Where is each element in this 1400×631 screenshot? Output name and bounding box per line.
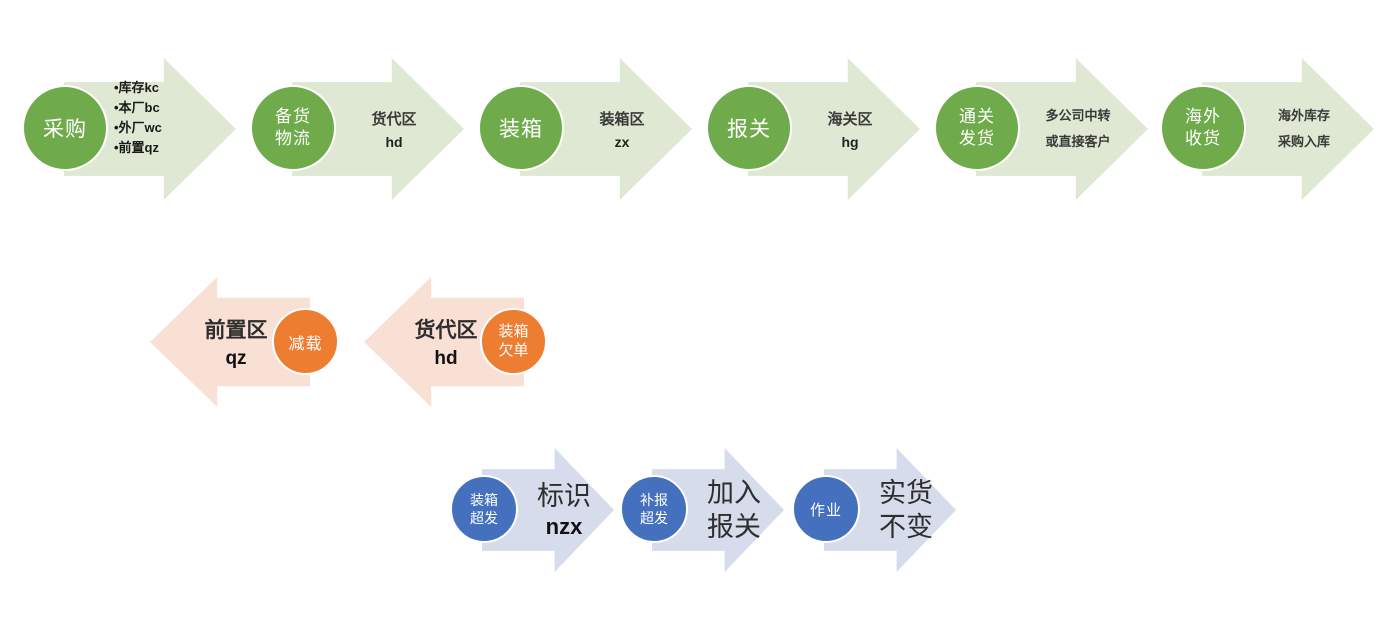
step-circle: 备货 物流 bbox=[250, 85, 336, 171]
step-circle: 减载 bbox=[272, 308, 339, 375]
note-line: 采购入库 bbox=[1277, 133, 1330, 149]
step-circle: 海外 收货 bbox=[1160, 85, 1246, 171]
circle-label: 装箱 bbox=[499, 118, 543, 141]
step-clearance-ship: 通关 发货 多公司中转 或直接客户 bbox=[932, 58, 1172, 200]
exception-step-redeclare: 补报 超发 加入 报关 bbox=[620, 448, 830, 572]
return-step-short-packed: 货代区 hd 装箱 欠单 bbox=[364, 277, 564, 407]
step-circle: 报关 bbox=[706, 85, 792, 171]
circle-label: 备货 bbox=[275, 106, 311, 126]
circle-label: 装箱 bbox=[470, 491, 498, 508]
step-overseas-receive: 海外 收货 海外库存 采购入库 bbox=[1158, 58, 1398, 200]
action-text: 不变 bbox=[879, 512, 933, 542]
circle-label: 减载 bbox=[288, 335, 323, 353]
step-circle: 补报 超发 bbox=[620, 475, 688, 543]
zone-name: 货代区 bbox=[414, 318, 478, 342]
step-label: 实货 不变 bbox=[854, 448, 958, 572]
step-label: 标识 nzx bbox=[512, 448, 616, 572]
step-packing: 装箱 装箱区 zx bbox=[476, 58, 716, 200]
note-line: 多公司中转 bbox=[1045, 107, 1111, 123]
bullet-line: •库存kc bbox=[114, 80, 160, 95]
step-circle: 装箱 bbox=[478, 85, 564, 171]
circle-label: 作业 bbox=[809, 501, 842, 519]
circle-label: 超发 bbox=[640, 510, 668, 526]
note-line: 或直接客户 bbox=[1045, 133, 1111, 149]
bullet-line: •前置qz bbox=[114, 140, 159, 156]
action-text: 报关 bbox=[707, 512, 761, 542]
zone-code: zx bbox=[614, 134, 630, 150]
circle-label: 补报 bbox=[640, 491, 668, 508]
circle-label: 装箱 bbox=[498, 322, 529, 340]
step-stock-logistics: 备货 物流 货代区 hd bbox=[248, 58, 488, 200]
zone-name: 货代区 bbox=[371, 112, 417, 128]
zone-code: qz bbox=[225, 348, 247, 369]
step-label: 装箱区 zx bbox=[566, 58, 678, 200]
bullet-line: •外厂wc bbox=[114, 120, 162, 136]
zone-code: hd bbox=[385, 134, 403, 150]
step-label: 多公司中转 或直接客户 bbox=[1022, 58, 1134, 200]
step-notes: •库存kc •本厂bc •外厂wc •前置qz bbox=[114, 78, 162, 159]
step-circle: 装箱 欠单 bbox=[480, 308, 547, 375]
step-label: 货代区 hd bbox=[338, 58, 450, 200]
zone-name: 海关区 bbox=[827, 112, 873, 128]
step-circle: 装箱 超发 bbox=[450, 475, 518, 543]
zone-name: 装箱区 bbox=[599, 112, 645, 128]
zone-code: hg bbox=[841, 134, 859, 150]
circle-label: 通关 bbox=[959, 106, 995, 126]
zone-name: 前置区 bbox=[204, 318, 268, 342]
return-step-unload: 前置区 qz 减载 bbox=[150, 277, 350, 407]
step-label: 前置区 qz bbox=[176, 277, 296, 407]
circle-label: 收货 bbox=[1185, 129, 1221, 148]
step-customs-declare: 报关 海关区 hg bbox=[704, 58, 944, 200]
step-label: 加入 报关 bbox=[682, 448, 786, 572]
step-circle: 作业 bbox=[792, 475, 860, 543]
step-label: 海外库存 采购入库 bbox=[1248, 58, 1360, 200]
exception-step-operation: 作业 实货 不变 bbox=[792, 448, 1002, 572]
circle-label: 采购 bbox=[43, 118, 87, 141]
circle-label: 发货 bbox=[959, 129, 995, 148]
action-code: nzx bbox=[545, 514, 583, 540]
circle-label: 超发 bbox=[470, 510, 498, 526]
circle-label: 海外 bbox=[1185, 106, 1221, 126]
action-text: 加入 bbox=[707, 477, 761, 508]
bullet-line: •本厂bc bbox=[114, 100, 160, 116]
circle-label: 报关 bbox=[727, 118, 771, 141]
exception-step-overpacked: 装箱 超发 标识 nzx bbox=[450, 448, 660, 572]
action-text: 实货 bbox=[879, 477, 933, 508]
zone-code: hd bbox=[434, 348, 458, 369]
step-purchase: 采购 •库存kc •本厂bc •外厂wc •前置qz bbox=[20, 58, 260, 200]
step-circle: 通关 发货 bbox=[934, 85, 1020, 171]
circle-label: 欠单 bbox=[498, 341, 529, 359]
action-text: 标识 bbox=[537, 480, 591, 511]
note-line: 海外库存 bbox=[1277, 107, 1330, 123]
step-circle: 采购 bbox=[22, 85, 108, 171]
step-label: 货代区 hd bbox=[386, 277, 506, 407]
step-label: 海关区 hg bbox=[794, 58, 906, 200]
circle-label: 物流 bbox=[275, 129, 311, 148]
